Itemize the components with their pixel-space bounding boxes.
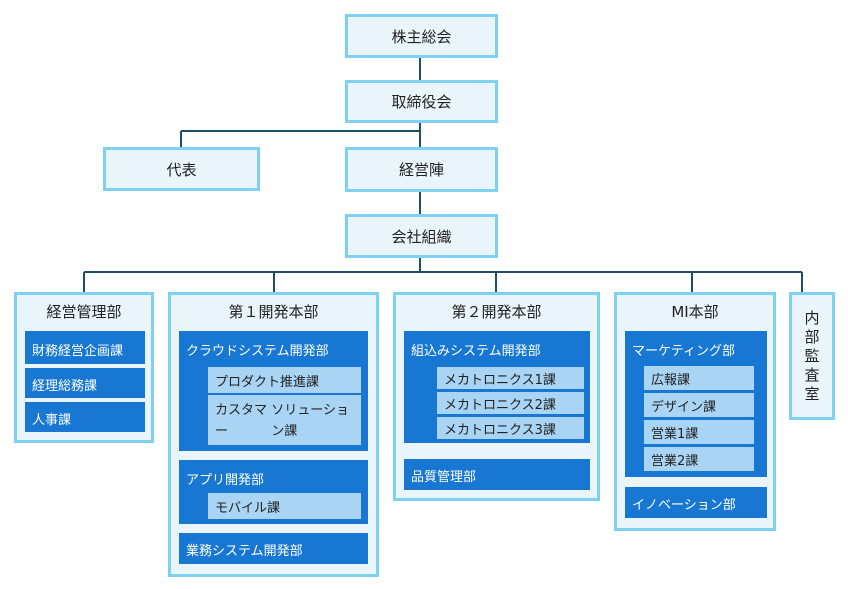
sales-2-section: 営業2課 [644, 447, 754, 471]
representative-label: 代表 [166, 160, 197, 179]
dev-division-2: 第２開発本部 組込みシステム開発部 メカトロニクス1課 メカトロニクス2課 メカ… [393, 292, 600, 501]
marketing-dept-label: マーケティング部 [632, 344, 735, 359]
internal-audit-char-2: 部 [804, 328, 820, 346]
product-promotion-section: プロダクト推進課 [208, 367, 361, 393]
pr-section: 広報課 [644, 366, 754, 390]
innovation-dept-label: イノベーション部 [632, 498, 736, 513]
internal-audit-char-3: 監 [804, 347, 820, 365]
management-admin-dept-title: 経営管理部 [46, 303, 122, 321]
sales-2-section-label: 営業2課 [651, 453, 699, 469]
finance-planning-section-label: 財務経営企画課 [32, 344, 124, 359]
board-of-directors-label: 取締役会 [391, 93, 452, 111]
cloud-system-dev-dept: クラウドシステム開発部 プロダクト推進課 カスタマー ソリューション課 [179, 331, 368, 451]
product-promotion-section-label: プロダクト推進課 [215, 374, 320, 390]
design-section: デザイン課 [644, 393, 754, 417]
pr-section-label: 広報課 [651, 372, 691, 388]
management-label: 経営陣 [398, 161, 444, 179]
finance-planning-section: 財務経営企画課 [25, 331, 145, 364]
representative-node: 代表 [103, 147, 260, 191]
management-admin-dept: 経営管理部 財務経営企画課 経理総務課 人事課 [14, 292, 154, 443]
quality-management-dept: 品質管理部 [404, 459, 590, 490]
management-node: 経営陣 [345, 147, 498, 192]
internal-audit-char-1: 内 [804, 309, 820, 327]
sales-1-section: 営業1課 [644, 420, 754, 444]
dev-division-1-title: 第１開発本部 [228, 303, 319, 321]
hr-section-label: 人事課 [32, 413, 72, 428]
mobile-section: モバイル課 [208, 493, 361, 519]
mi-division-title: MI本部 [671, 303, 719, 321]
company-organization-label: 会社組織 [391, 227, 452, 246]
business-system-dev-dept-label: 業務システム開発部 [186, 544, 303, 559]
customer-solution-section-line1: カスタマー [215, 403, 268, 439]
mechatronics-3-section-label: メカトロニクス3課 [444, 422, 556, 438]
mobile-section-label: モバイル課 [215, 500, 281, 516]
customer-solution-section-line2: ソリューション課 [271, 403, 349, 439]
mechatronics-2-section-label: メカトロニクス2課 [444, 397, 556, 413]
mi-division: MI本部 マーケティング部 広報課 デザイン課 営業1課 営業2課 イノベーショ… [614, 292, 776, 531]
internal-audit-char-4: 査 [804, 366, 820, 384]
innovation-dept: イノベーション部 [625, 487, 767, 518]
accounting-general-section: 経理総務課 [25, 368, 145, 398]
mechatronics-1-section: メカトロニクス1課 [437, 367, 584, 389]
embedded-system-dev-dept: 組込みシステム開発部 メカトロニクス1課 メカトロニクス2課 メカトロニクス3課 [404, 331, 590, 443]
internal-audit-char-5: 室 [804, 385, 820, 403]
customer-solution-section: カスタマー ソリューション課 [208, 395, 361, 445]
mechatronics-3-section: メカトロニクス3課 [437, 417, 584, 439]
mechatronics-2-section: メカトロニクス2課 [437, 392, 584, 414]
company-organization-node: 会社組織 [345, 214, 498, 258]
embedded-system-dev-dept-label: 組込みシステム開発部 [411, 344, 541, 359]
internal-audit-office: 内 部 監 査 室 [789, 292, 835, 420]
hr-section: 人事課 [25, 402, 145, 432]
quality-management-dept-label: 品質管理部 [411, 470, 477, 485]
design-section-label: デザイン課 [651, 399, 717, 415]
mechatronics-1-section-label: メカトロニクス1課 [444, 372, 556, 388]
shareholders-meeting-node: 株主総会 [345, 14, 498, 58]
cloud-system-dev-dept-label: クラウドシステム開発部 [186, 344, 329, 359]
dev-division-2-title: 第２開発本部 [451, 303, 542, 321]
shareholders-meeting-label: 株主総会 [391, 27, 452, 46]
app-dev-dept-label: アプリ開発部 [186, 473, 265, 488]
app-dev-dept: アプリ開発部 モバイル課 [179, 460, 368, 524]
marketing-dept: マーケティング部 広報課 デザイン課 営業1課 営業2課 [625, 331, 767, 477]
business-system-dev-dept: 業務システム開発部 [179, 533, 368, 564]
dev-division-1: 第１開発本部 クラウドシステム開発部 プロダクト推進課 カスタマー ソリューショ… [168, 292, 379, 577]
board-of-directors-node: 取締役会 [345, 80, 498, 123]
sales-1-section-label: 営業1課 [651, 426, 699, 442]
accounting-general-section-label: 経理総務課 [32, 379, 98, 394]
